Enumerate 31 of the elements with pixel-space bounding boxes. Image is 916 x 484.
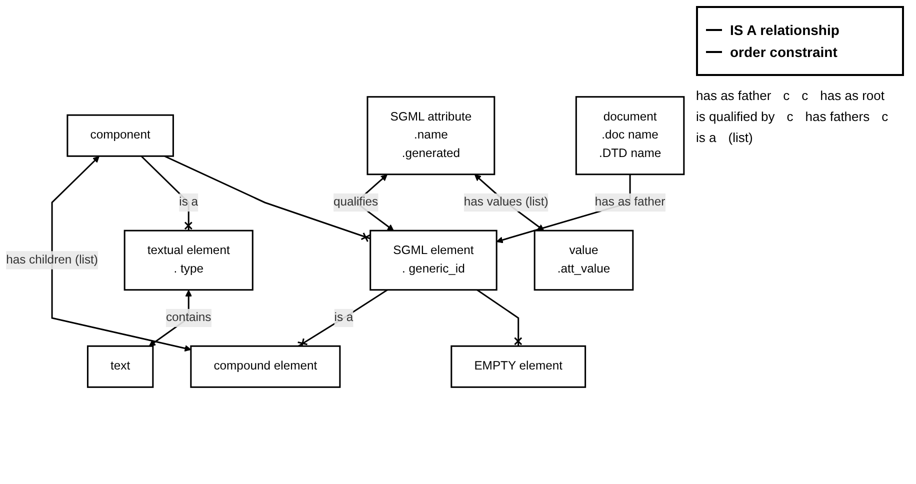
node-box: value .att_value [534,230,634,291]
node-box: textual element . type [124,230,254,291]
note-label: has as root [820,88,884,103]
connector [140,156,193,231]
edge-label: has as father [594,196,666,209]
edge-label: is a [334,311,354,324]
node-box: SGML element . generic_id [370,230,498,291]
node-box: document .doc name .DTD name [575,96,685,176]
legend-text: IS A relationship [730,22,840,38]
note-label: has as father [696,88,772,103]
node-box: EMPTY element [450,345,586,388]
note-label: c [802,88,808,103]
node-box: compound element [190,345,341,388]
node-box: text [86,345,154,388]
legend-text: order constraint [730,44,838,60]
note-label: is qualified by [696,109,775,124]
node-box: component [66,114,174,157]
note-label: has fathers [805,109,870,124]
note-label: (list) [728,130,753,145]
note-label: c [786,109,794,124]
connector [476,289,522,346]
edge-label: contains [166,311,212,324]
edge-label: has values (list) [464,196,548,209]
note-label: is a [696,130,716,145]
edge-label: qualifies [333,196,378,209]
note-label: c [882,109,888,124]
note-label: c [783,88,790,103]
edge-label: is a [179,196,198,209]
edge-label: has children (list) [6,253,98,266]
node-box: SGML attribute .name .generated [366,96,496,176]
connector [164,155,371,242]
